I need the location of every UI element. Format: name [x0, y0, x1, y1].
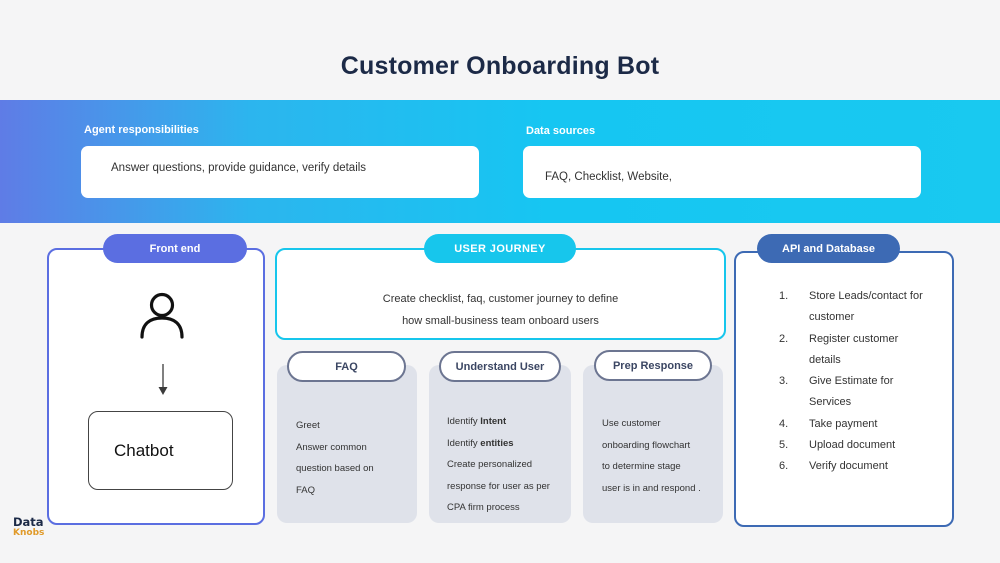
- api-task-item: 5. Upload document: [779, 435, 929, 456]
- faq-line-2: Answer common: [296, 441, 367, 453]
- agent-responsibilities-label: Agent responsibilities: [84, 124, 199, 136]
- arrow-down-icon: [156, 364, 170, 396]
- prep-line-1: Use customer: [602, 418, 661, 429]
- item-number: 1.: [779, 290, 789, 302]
- user-journey-text: Create checklist, faq, customer journey …: [275, 289, 726, 332]
- item-text: Register customer details: [809, 332, 899, 366]
- identify-entities-line: Identify entities: [447, 433, 571, 455]
- item-text: Store Leads/contact for customer: [809, 290, 923, 324]
- understand-line-4: response for user as per: [447, 480, 550, 492]
- entities-label: entities: [480, 437, 514, 449]
- understand-line-5: CPA firm process: [447, 502, 520, 513]
- api-task-item: 3. Give Estimate for Services: [779, 371, 929, 414]
- logo-line-2: Knobs: [13, 528, 45, 538]
- item-number: 6.: [779, 460, 789, 473]
- item-text: Upload document: [809, 439, 896, 452]
- faq-header: FAQ: [287, 351, 406, 382]
- item-text: Give Estimate for Services: [809, 375, 894, 409]
- understand-line-3: Create personalized: [447, 459, 533, 470]
- person-icon: [139, 291, 185, 339]
- user-journey-line-2: how small-business team onboard users: [402, 314, 599, 327]
- faq-line-1: Greet: [296, 420, 320, 431]
- api-task-item: 1. Store Leads/contact for customer: [779, 286, 929, 329]
- api-task-list: 1. Store Leads/contact for customer 2. Reg…: [779, 286, 929, 478]
- agent-responsibilities-text: Answer questions, provide guidance, veri…: [111, 162, 367, 174]
- intent-label: Intent: [480, 416, 507, 427]
- logo-line-1: Data: [13, 515, 44, 529]
- data-knobs-logo: Data Knobs: [13, 515, 45, 539]
- item-number: 5.: [779, 439, 789, 452]
- banner: Agent responsibilities Answer questions,…: [0, 100, 1000, 223]
- chatbot-label: Chatbot: [114, 441, 174, 460]
- faq-card: Greet Answer common question based on FA…: [277, 365, 417, 523]
- faq-line-4: FAQ: [296, 484, 316, 496]
- identify-label: Identify: [447, 416, 481, 427]
- item-number: 4.: [779, 417, 789, 430]
- item-number: 3.: [779, 375, 789, 388]
- prep-line-2: onboarding flowchart: [602, 439, 691, 451]
- prep-line-3: to determine stage: [602, 461, 681, 472]
- api-database-panel: [734, 251, 954, 527]
- api-task-item: 4. Take payment: [779, 414, 929, 435]
- identify-intent-line: Identify Intent: [447, 411, 571, 433]
- item-number: 2.: [779, 332, 789, 345]
- front-end-header: Front end: [103, 234, 247, 263]
- page-title: Customer Onboarding Bot: [340, 52, 660, 80]
- item-text: Take payment: [809, 417, 878, 430]
- api-task-item: 6. Verify document: [779, 456, 929, 477]
- api-task-item: 2. Register customer details: [779, 329, 929, 372]
- identify-label: Identify: [447, 437, 481, 449]
- understand-user-header: Understand User: [439, 351, 561, 382]
- understand-user-card: Identify Intent Identify entities Create…: [429, 365, 571, 523]
- faq-line-3: question based on: [296, 463, 374, 474]
- agent-responsibilities-box: Answer questions, provide guidance, veri…: [81, 146, 479, 198]
- data-sources-box: FAQ, Checklist, Website,: [523, 146, 921, 198]
- user-journey-header: USER JOURNEY: [424, 234, 576, 263]
- prep-response-card: Use customer onboarding flowchart to det…: [583, 365, 723, 523]
- data-sources-label: Data sources: [526, 125, 596, 137]
- api-database-header: API and Database: [757, 234, 900, 263]
- chatbot-box[interactable]: Chatbot: [88, 411, 233, 490]
- data-sources-text: FAQ, Checklist, Website,: [545, 171, 672, 183]
- user-journey-line-1: Create checklist, faq, customer journey …: [382, 293, 619, 305]
- prep-line-4: user is in and respond .: [602, 482, 701, 494]
- prep-response-header: Prep Response: [594, 350, 712, 381]
- item-text: Verify document: [809, 460, 888, 473]
